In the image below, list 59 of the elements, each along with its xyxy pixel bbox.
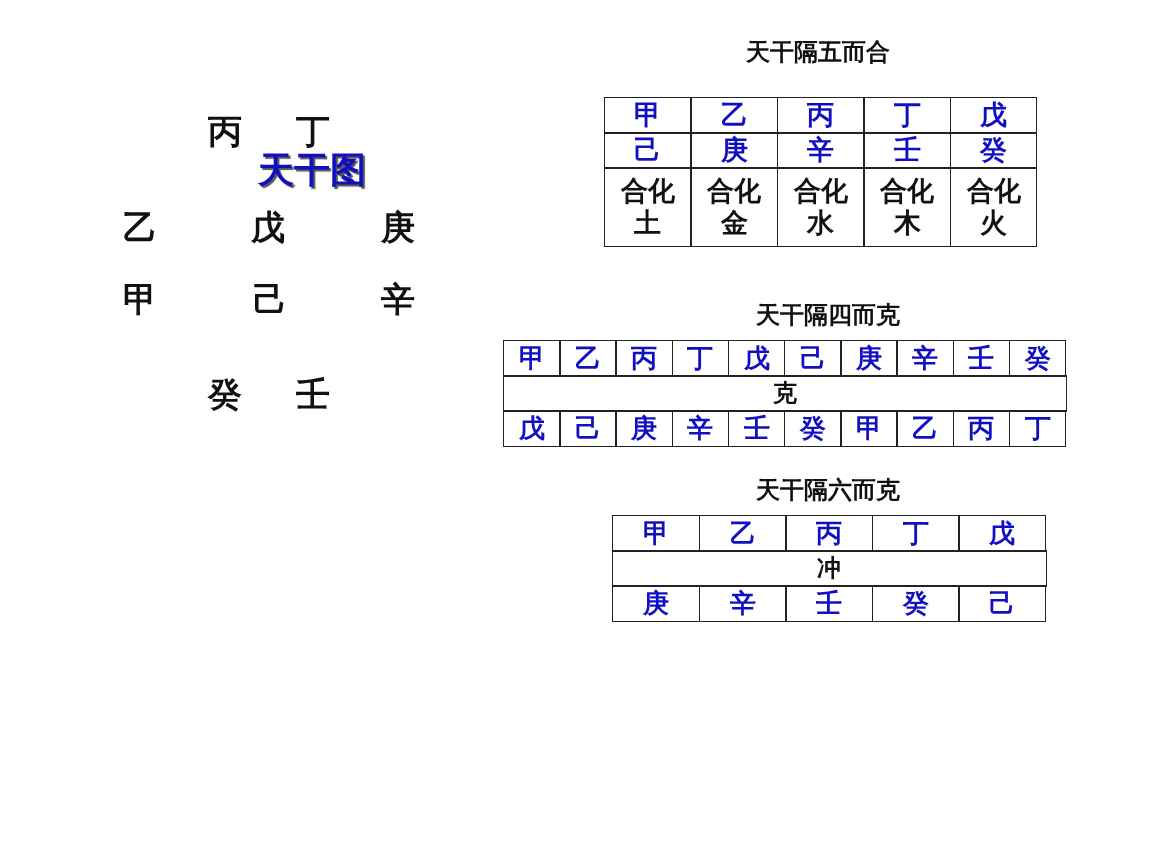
table-cell: 壬 [863,132,952,169]
table-cell: 乙 [698,515,787,552]
stem-character: 壬 [296,373,330,416]
table-cell: 丁 [1008,410,1067,447]
table-cell: 丁 [671,340,730,377]
table-title: 天干隔四而克 [756,300,900,331]
table-cell: 丙 [776,97,865,134]
stem-character: 己 [253,278,287,321]
table-title: 天干隔五而合 [746,37,890,68]
table-cell: 合化木 [863,167,952,247]
table-cell: 庚 [612,585,701,622]
table-cell: 辛 [698,585,787,622]
stem-character: 甲 [123,278,157,321]
table-cell: 戊 [727,340,786,377]
table-cell: 合化火 [949,167,1038,247]
table-cell: 庚 [615,410,674,447]
table-cell: 戊 [949,97,1038,134]
table-cell: 戊 [958,515,1047,552]
table-cell: 合化金 [690,167,779,247]
table-cell: 克 [503,375,1067,412]
stem-character: 辛 [381,278,415,321]
table-cell: 丁 [863,97,952,134]
table-cell: 己 [559,410,617,447]
table-cell: 丁 [871,515,960,552]
table-cell: 丙 [785,515,874,552]
stem-character: 乙 [123,206,157,249]
table-cell: 己 [784,340,842,377]
table-cell: 冲 [612,550,1047,587]
table-cell: 甲 [604,97,692,134]
table-cell: 壬 [785,585,874,622]
table-cell: 甲 [612,515,701,552]
stem-character: 癸 [208,373,242,416]
table-cell: 合化土 [604,167,692,247]
table-cell: 乙 [559,340,617,377]
stem-character: 戊 [251,206,285,249]
table-cell: 辛 [776,132,865,169]
stem-character: 丙 [208,110,242,153]
table-cell: 壬 [727,410,786,447]
table-cell: 甲 [503,340,561,377]
table-cell: 癸 [784,410,842,447]
table-cell: 癸 [1008,340,1067,377]
table-cell: 甲 [840,410,898,447]
table-cell: 己 [604,132,692,169]
table-cell: 癸 [871,585,960,622]
table-cell: 辛 [896,340,955,377]
table-cell: 合化水 [776,167,865,247]
stem-character: 庚 [381,206,415,249]
table-cell: 丙 [952,410,1011,447]
table-cell: 辛 [671,410,730,447]
table-cell: 乙 [690,97,779,134]
table-cell: 乙 [896,410,955,447]
table-cell: 癸 [949,132,1038,169]
table-cell: 戊 [503,410,561,447]
table-cell: 壬 [952,340,1011,377]
table-title: 天干隔六而克 [756,475,900,506]
table-cell: 庚 [690,132,779,169]
table-cell: 庚 [840,340,898,377]
table-cell: 丙 [615,340,674,377]
table-cell: 己 [958,585,1047,622]
